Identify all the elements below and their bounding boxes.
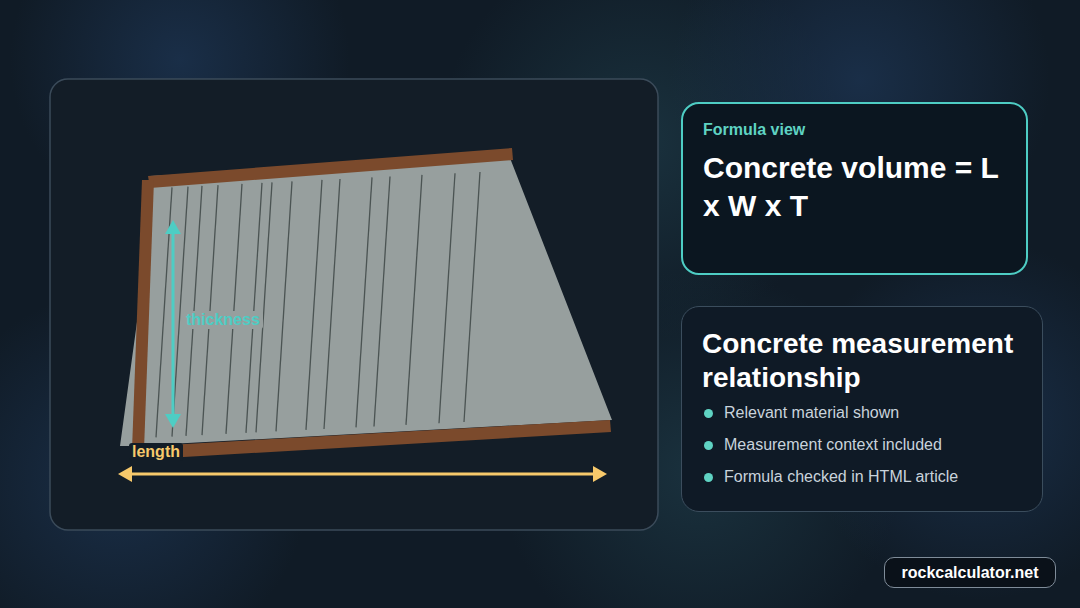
info-card: Concrete measurement relationshipRelevan… [681,306,1043,512]
bullet-item: Formula checked in HTML article [702,468,1022,486]
formula-text: Concrete volume = L x W x T [703,149,1006,224]
site-pill: rockcalculator.net [884,557,1056,588]
dimension-label: thickness [183,311,263,329]
site-url: rockcalculator.net [902,564,1039,582]
card-kicker: Formula view [703,121,1006,139]
bullet-dot [704,409,713,418]
card-heading: Concrete measurement relationship [702,327,1022,394]
bullet-dot [704,441,713,450]
bullet-dot [704,473,713,482]
bullet-item: Relevant material shown [702,404,1022,422]
bullet-item: Measurement context included [702,436,1022,454]
formula-card: Formula viewConcrete volume = L x W x T [681,102,1028,275]
dimension-label: length [129,443,183,461]
